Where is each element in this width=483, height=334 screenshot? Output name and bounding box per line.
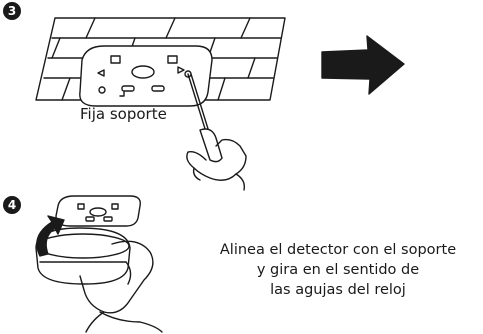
rotation-arrow-icon [36, 215, 65, 257]
hand-icon [79, 240, 163, 333]
screwdriver-icon [187, 73, 223, 163]
smoke-detector-icon [35, 227, 131, 285]
step-4-caption: Alinea el detector con el soporte y gira… [193, 240, 483, 300]
step-4-caption-line-3: las agujas del reloj [270, 282, 406, 298]
hand-icon [186, 138, 247, 191]
step-4-caption-line-1: Alinea el detector con el soporte [219, 242, 457, 258]
step-4-caption-line-2: y gira en el sentido de [256, 262, 420, 278]
mounting-bracket-icon [79, 45, 213, 107]
step-4-badge: 4 [3, 196, 21, 214]
right-arrow-icon [321, 35, 405, 95]
step-3-caption: Fija soporte [80, 105, 167, 123]
mounting-bracket-icon [55, 195, 141, 227]
step-3-badge: 3 [3, 2, 21, 20]
